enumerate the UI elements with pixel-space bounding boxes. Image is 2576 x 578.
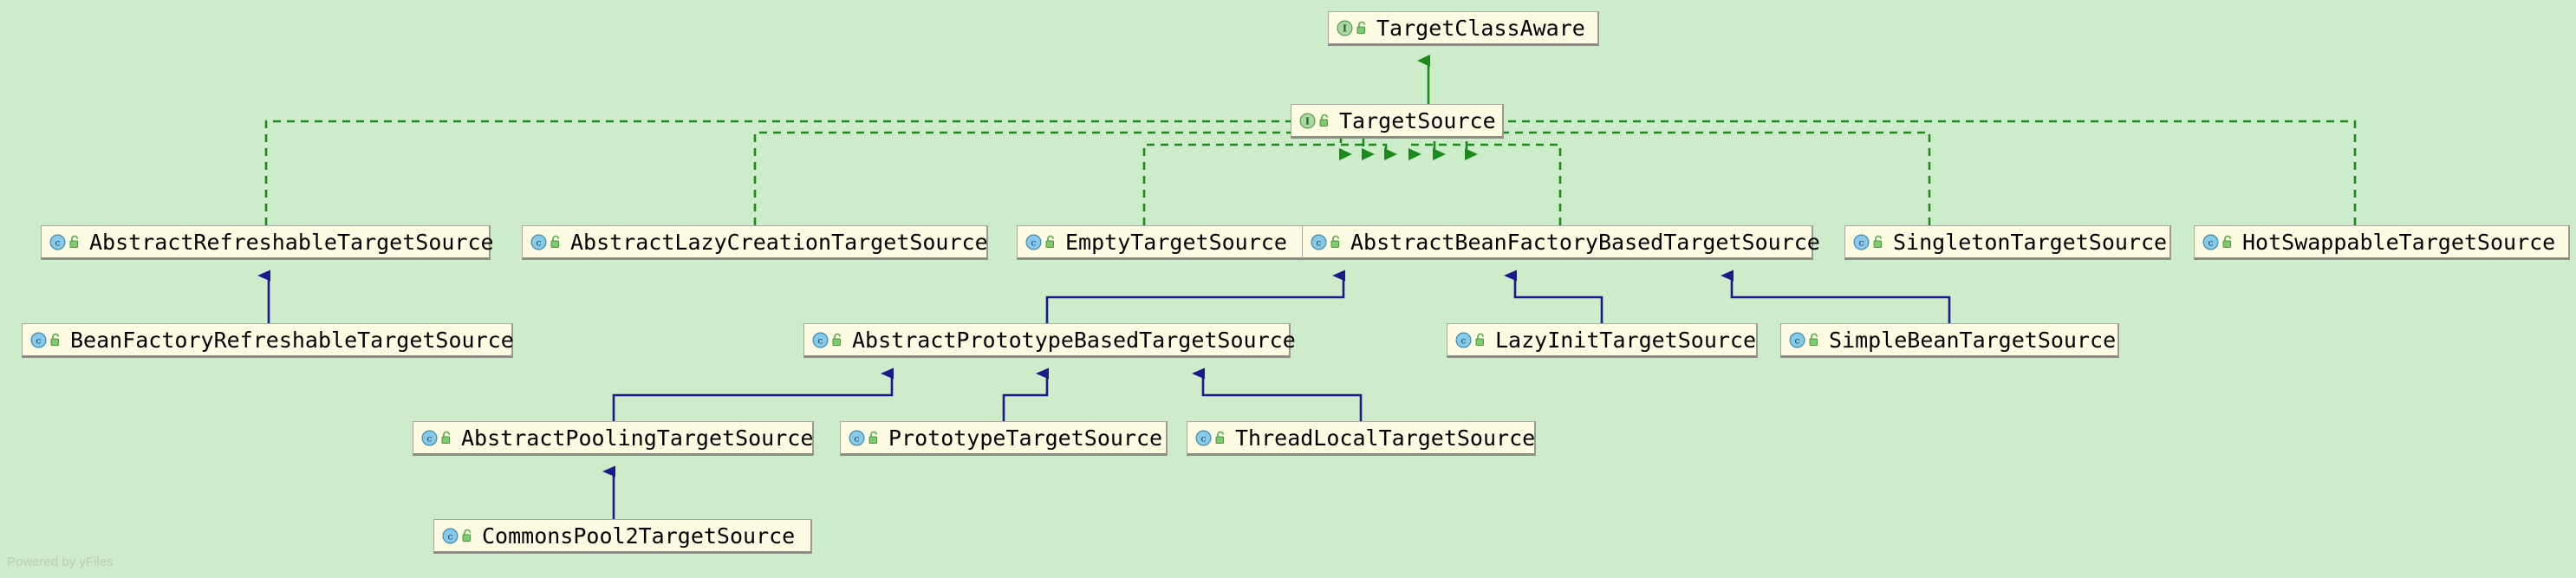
node-label: LazyInitTargetSource	[1495, 327, 1757, 353]
node-label: SingletonTargetSource	[1893, 229, 2168, 255]
lock-icon	[868, 431, 878, 444]
svg-text:c: c	[1859, 237, 1864, 248]
lock-icon	[441, 431, 451, 444]
node-label: AbstractPrototypeBasedTargetSource	[852, 327, 1296, 353]
lock-icon	[1319, 114, 1329, 127]
node-SingletonTargetSource[interactable]: c SingletonTargetSource	[1844, 225, 2171, 260]
interface-icon: I	[1299, 113, 1316, 128]
node-TargetSource[interactable]: I TargetSource	[1291, 104, 1504, 139]
node-label: AbstractLazyCreationTargetSource	[570, 229, 988, 255]
svg-text:c: c	[427, 433, 433, 444]
svg-text:c: c	[855, 433, 860, 444]
class-icon: c	[849, 430, 865, 445]
node-label: SimpleBeanTargetSource	[1829, 327, 2117, 353]
node-icons: c	[421, 430, 453, 446]
class-icon: c	[1311, 234, 1327, 250]
class-icon: c	[1455, 332, 1472, 347]
lock-icon	[1873, 235, 1883, 248]
node-label: TargetClassAware	[1376, 15, 1585, 41]
svg-text:I: I	[1305, 115, 1310, 127]
class-icon: c	[442, 528, 459, 543]
node-EmptyTargetSource[interactable]: c EmptyTargetSource	[1017, 225, 1311, 260]
node-AbstractBeanFactoryBasedTargetSource[interactable]: c AbstractBeanFactoryBasedTargetSource	[1302, 225, 1820, 260]
node-icons: c	[812, 332, 844, 348]
class-icon: c	[1789, 332, 1805, 347]
lock-icon	[832, 333, 842, 346]
svg-text:c: c	[36, 335, 42, 346]
node-label: TargetSource	[1339, 107, 1496, 133]
svg-text:c: c	[1795, 335, 1800, 346]
node-icons: c	[49, 234, 81, 250]
class-icon: c	[1853, 234, 1870, 250]
node-ThreadLocalTargetSource[interactable]: c ThreadLocalTargetSource	[1187, 421, 1536, 456]
node-label: AbstractRefreshableTargetSource	[89, 229, 494, 255]
node-TargetClassAware[interactable]: I TargetClassAware	[1328, 11, 1599, 46]
svg-text:c: c	[2208, 237, 2214, 248]
node-label: BeanFactoryRefreshableTargetSource	[70, 327, 514, 353]
node-icons: c	[1853, 234, 1885, 250]
node-PrototypeTargetSource[interactable]: c PrototypeTargetSource	[840, 421, 1168, 456]
svg-text:c: c	[818, 335, 823, 346]
lock-icon	[1045, 235, 1055, 248]
node-icons: c	[1025, 234, 1057, 250]
node-AbstractPrototypeBasedTargetSource[interactable]: c AbstractPrototypeBasedTargetSource	[803, 323, 1296, 358]
lock-icon	[1809, 333, 1818, 346]
node-icons: I	[1337, 20, 1369, 36]
lock-icon	[2222, 235, 2232, 248]
node-icons: I	[1299, 113, 1331, 129]
svg-text:c: c	[537, 237, 542, 248]
lock-icon	[69, 235, 79, 248]
lock-icon	[50, 333, 60, 346]
class-icon: c	[30, 332, 47, 347]
edges-generalization	[257, 270, 1951, 519]
svg-text:c: c	[1031, 237, 1037, 248]
node-icons: c	[1789, 332, 1821, 348]
node-icons: c	[530, 234, 563, 250]
node-icons: c	[442, 528, 474, 544]
node-BeanFactoryRefreshableTargetSource[interactable]: c BeanFactoryRefreshableTargetSource	[22, 323, 514, 358]
node-SimpleBeanTargetSource[interactable]: c SimpleBeanTargetSource	[1780, 323, 2119, 358]
svg-text:I: I	[1343, 23, 1347, 34]
class-icon: c	[421, 430, 438, 445]
node-label: AbstractPoolingTargetSource	[461, 425, 814, 451]
node-icons: c	[30, 332, 62, 348]
node-icons: c	[849, 430, 881, 446]
lock-icon	[1330, 235, 1340, 248]
node-CommonsPool2TargetSource[interactable]: c CommonsPool2TargetSource	[433, 519, 812, 554]
node-label: CommonsPool2TargetSource	[482, 523, 796, 549]
node-LazyInitTargetSource[interactable]: c LazyInitTargetSource	[1447, 323, 1758, 358]
node-label: HotSwappableTargetSource	[2242, 229, 2556, 255]
node-icons: c	[1195, 430, 1227, 446]
class-icon: c	[530, 234, 547, 250]
yfiles-watermark: Powered by yFiles	[7, 555, 114, 569]
svg-text:c: c	[1461, 335, 1467, 346]
class-icon: c	[2202, 234, 2219, 250]
node-AbstractLazyCreationTargetSource[interactable]: c AbstractLazyCreationTargetSource	[522, 225, 988, 260]
node-HotSwappableTargetSource[interactable]: c HotSwappableTargetSource	[2194, 225, 2570, 260]
class-icon: c	[1025, 234, 1042, 250]
svg-text:c: c	[448, 531, 453, 542]
lock-icon	[550, 235, 560, 248]
class-icon: c	[812, 332, 829, 347]
svg-text:c: c	[1317, 237, 1322, 248]
node-label: PrototypeTargetSource	[888, 425, 1163, 451]
class-icon: c	[49, 234, 66, 250]
node-AbstractRefreshableTargetSource[interactable]: c AbstractRefreshableTargetSource	[41, 225, 494, 260]
node-AbstractPoolingTargetSource[interactable]: c AbstractPoolingTargetSource	[413, 421, 814, 456]
class-icon: c	[1195, 430, 1212, 445]
lock-icon	[1475, 333, 1485, 346]
lock-icon	[1356, 21, 1366, 34]
interface-icon: I	[1337, 20, 1353, 36]
node-icons: c	[1311, 234, 1343, 250]
node-label: ThreadLocalTargetSource	[1235, 425, 1536, 451]
lock-icon	[462, 529, 472, 542]
node-label: AbstractBeanFactoryBasedTargetSource	[1350, 229, 1820, 255]
lock-icon	[1215, 431, 1225, 444]
node-icons: c	[1455, 332, 1487, 348]
svg-text:c: c	[1201, 433, 1207, 444]
node-label: EmptyTargetSource	[1065, 229, 1287, 255]
svg-text:c: c	[55, 237, 61, 248]
node-icons: c	[2202, 234, 2234, 250]
